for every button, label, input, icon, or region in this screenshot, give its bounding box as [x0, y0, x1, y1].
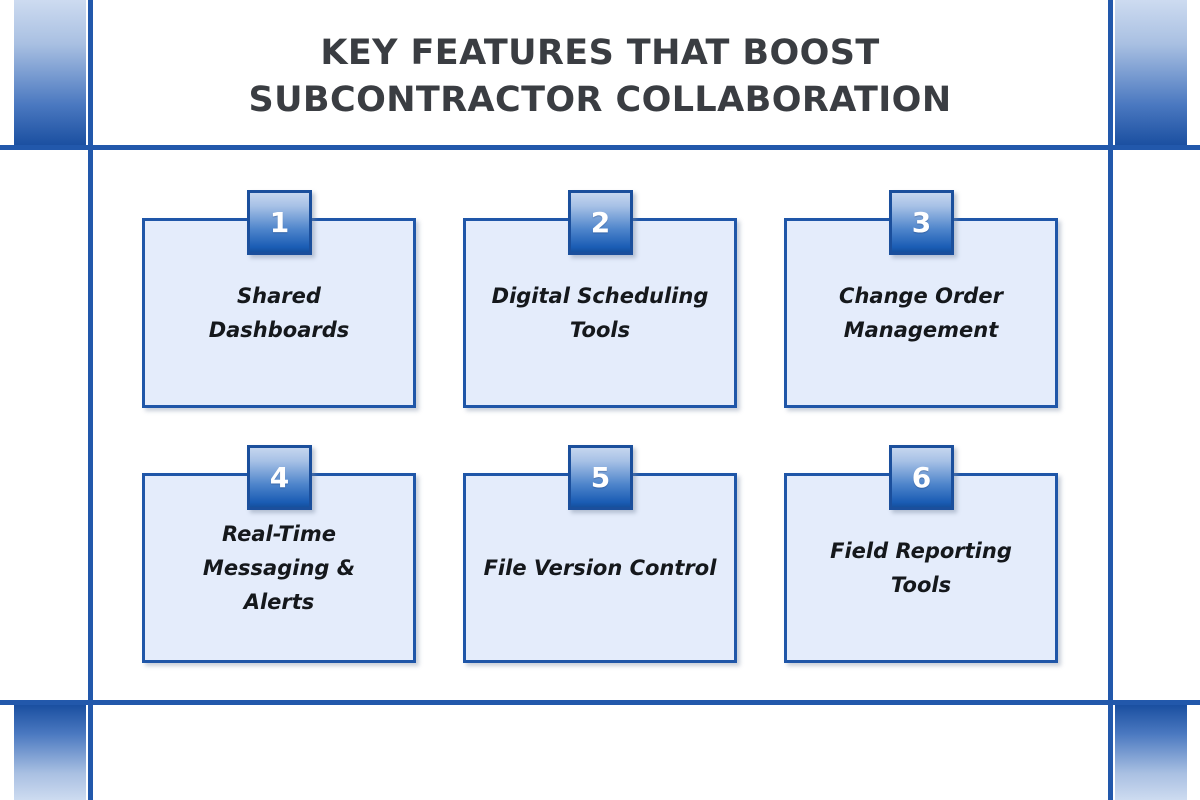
page-title: KEY FEATURES THAT BOOST SUBCONTRACTOR CO… [100, 30, 1100, 124]
feature-cell-3: 3 Change Order Management [784, 190, 1058, 412]
feature-card-label-1: Shared Dashboards [195, 279, 364, 347]
feature-card-label-6-line-1: Field Reporting [830, 539, 1012, 563]
feature-card-label-3: Change Order Management [825, 279, 1017, 347]
feature-cell-4: 4 Real-Time Messaging & Alerts [142, 445, 416, 667]
feature-card-label-1-line-1: Shared [237, 284, 321, 308]
step-badge-6: 6 [889, 445, 954, 510]
feature-card-label-5: File Version Control [470, 551, 731, 585]
feature-card-label-1-line-2: Dashboards [208, 318, 350, 342]
step-badge-number-4: 4 [269, 460, 290, 494]
step-badge-number-1: 1 [269, 205, 290, 239]
feature-cell-6: 6 Field Reporting Tools [784, 445, 1058, 667]
corner-bar-bottom-right [1115, 705, 1187, 800]
feature-card-label-4-line-2: Messaging & [202, 556, 356, 580]
corner-bar-top-right [1115, 0, 1187, 146]
feature-card-label-4-line-1: Real-Time [221, 522, 336, 546]
feature-card-label-3-line-1: Change Order [839, 284, 1003, 308]
step-badge-1: 1 [247, 190, 312, 255]
frame-rule-horizontal-bottom [0, 700, 1200, 705]
feature-card-label-6: Field Reporting Tools [816, 534, 1026, 602]
step-badge-2: 2 [568, 190, 633, 255]
feature-card-label-2-line-1: Digital Scheduling [491, 284, 709, 308]
feature-cell-1: 1 Shared Dashboards [142, 190, 416, 412]
step-badge-3: 3 [889, 190, 954, 255]
corner-bar-top-left [14, 0, 86, 146]
feature-card-label-4-line-3: Alerts [243, 590, 315, 614]
frame-rule-horizontal-top [0, 145, 1200, 150]
feature-card-label-6-line-2: Tools [890, 573, 952, 597]
card-row-2: 4 Real-Time Messaging & Alerts 5 File Ve [142, 445, 1058, 667]
feature-card-label-2-line-2: Tools [569, 318, 631, 342]
feature-cell-5: 5 File Version Control [463, 445, 737, 667]
frame-rule-vertical-right [1108, 0, 1113, 800]
corner-bar-bottom-left [14, 705, 86, 800]
step-badge-number-3: 3 [911, 205, 932, 239]
step-badge-5: 5 [568, 445, 633, 510]
step-badge-number-6: 6 [911, 460, 932, 494]
step-badge-number-5: 5 [590, 460, 611, 494]
feature-card-label-5-line-1: File Version Control [483, 556, 717, 580]
page-title-line-2: SUBCONTRACTOR COLLABORATION [248, 80, 952, 120]
feature-card-label-2: Digital Scheduling Tools [478, 279, 723, 347]
feature-card-label-3-line-2: Management [843, 318, 999, 342]
step-badge-number-2: 2 [590, 205, 611, 239]
step-badge-4: 4 [247, 445, 312, 510]
frame-rule-vertical-left [88, 0, 93, 800]
feature-cell-2: 2 Digital Scheduling Tools [463, 190, 737, 412]
page-title-line-1: KEY FEATURES THAT BOOST [320, 33, 880, 73]
feature-card-label-4: Real-Time Messaging & Alerts [189, 517, 369, 619]
feature-card-grid: 1 Shared Dashboards 2 Digital Scheduling [142, 190, 1058, 670]
card-row-1: 1 Shared Dashboards 2 Digital Scheduling [142, 190, 1058, 412]
